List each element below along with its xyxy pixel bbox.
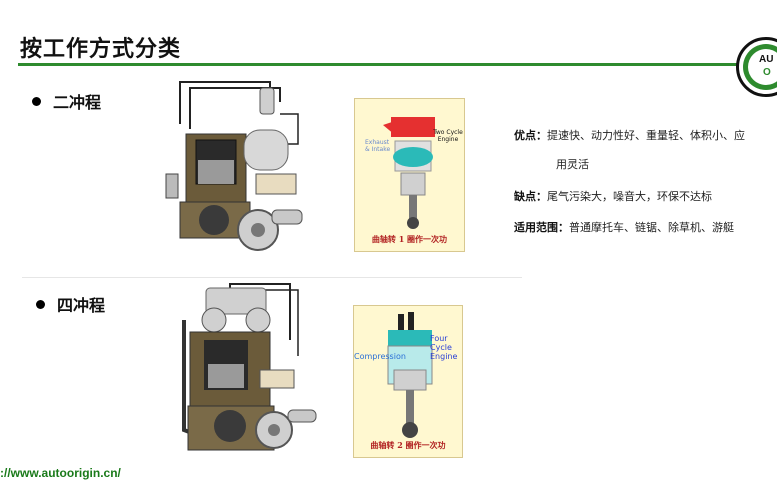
title-underline [18,63,738,66]
logo-text-line2: O [763,67,771,78]
section-two-stroke-heading: 二冲程 [32,89,101,113]
bullet-dot-icon [32,96,41,106]
section-four-stroke-heading: 四冲程 [36,292,105,316]
disadvantages-label: 缺点： [514,190,547,203]
exhaust-intake-label: Exhaust & Intake [365,139,391,153]
stroke-phase-label: Compression [354,352,406,361]
scope-line: 适用范围：普通摩托车、链锯、除草机、游艇 [514,219,734,235]
advantages-line: 优点：提速快、动力性好、重量轻、体积小、应 [514,127,745,143]
slide-title: 按工作方式分类 [20,37,182,62]
scope-text: 普通摩托车、链锯、除草机、游艇 [569,221,734,234]
bullet-dot-icon [36,299,45,309]
scope-label: 适用范围： [514,221,569,234]
engine-type-label: Four Cycle Engine [430,334,458,361]
animation-caption: 曲轴转 1 圈作一次功 [371,234,448,244]
brand-logo: AU O [736,37,777,97]
disadvantages-line: 缺点：尾气污染大，噪音大，环保不达标 [514,188,712,204]
disadvantages-text: 尾气污染大，噪音大，环保不达标 [547,190,712,203]
two-stroke-engine-cutaway-image [165,81,303,251]
advantages-text: 提速快、动力性好、重量轻、体积小、应 [547,129,745,142]
section-divider [22,277,522,278]
animation-caption: 曲轴转 2 圈作一次功 [370,440,446,450]
footer-url[interactable]: ://www.autoorigin.cn/ [0,466,121,480]
two-stroke-animation-panel: Exhaust & Intake Two Cycle Engine 曲轴转 1 … [354,98,465,252]
engine-type-label: Two Cycle Engine [433,129,463,143]
advantages-label: 优点： [514,129,547,142]
four-stroke-animation-panel: Compression Four Cycle Engine 曲轴转 2 圈作一次… [353,305,463,458]
four-stroke-engine-cutaway-image [182,283,317,451]
advantages-line-cont: 用灵活 [556,158,589,171]
section-label: 二冲程 [53,93,102,112]
logo-text-line1: AU [759,54,774,65]
section-label: 四冲程 [57,296,106,315]
